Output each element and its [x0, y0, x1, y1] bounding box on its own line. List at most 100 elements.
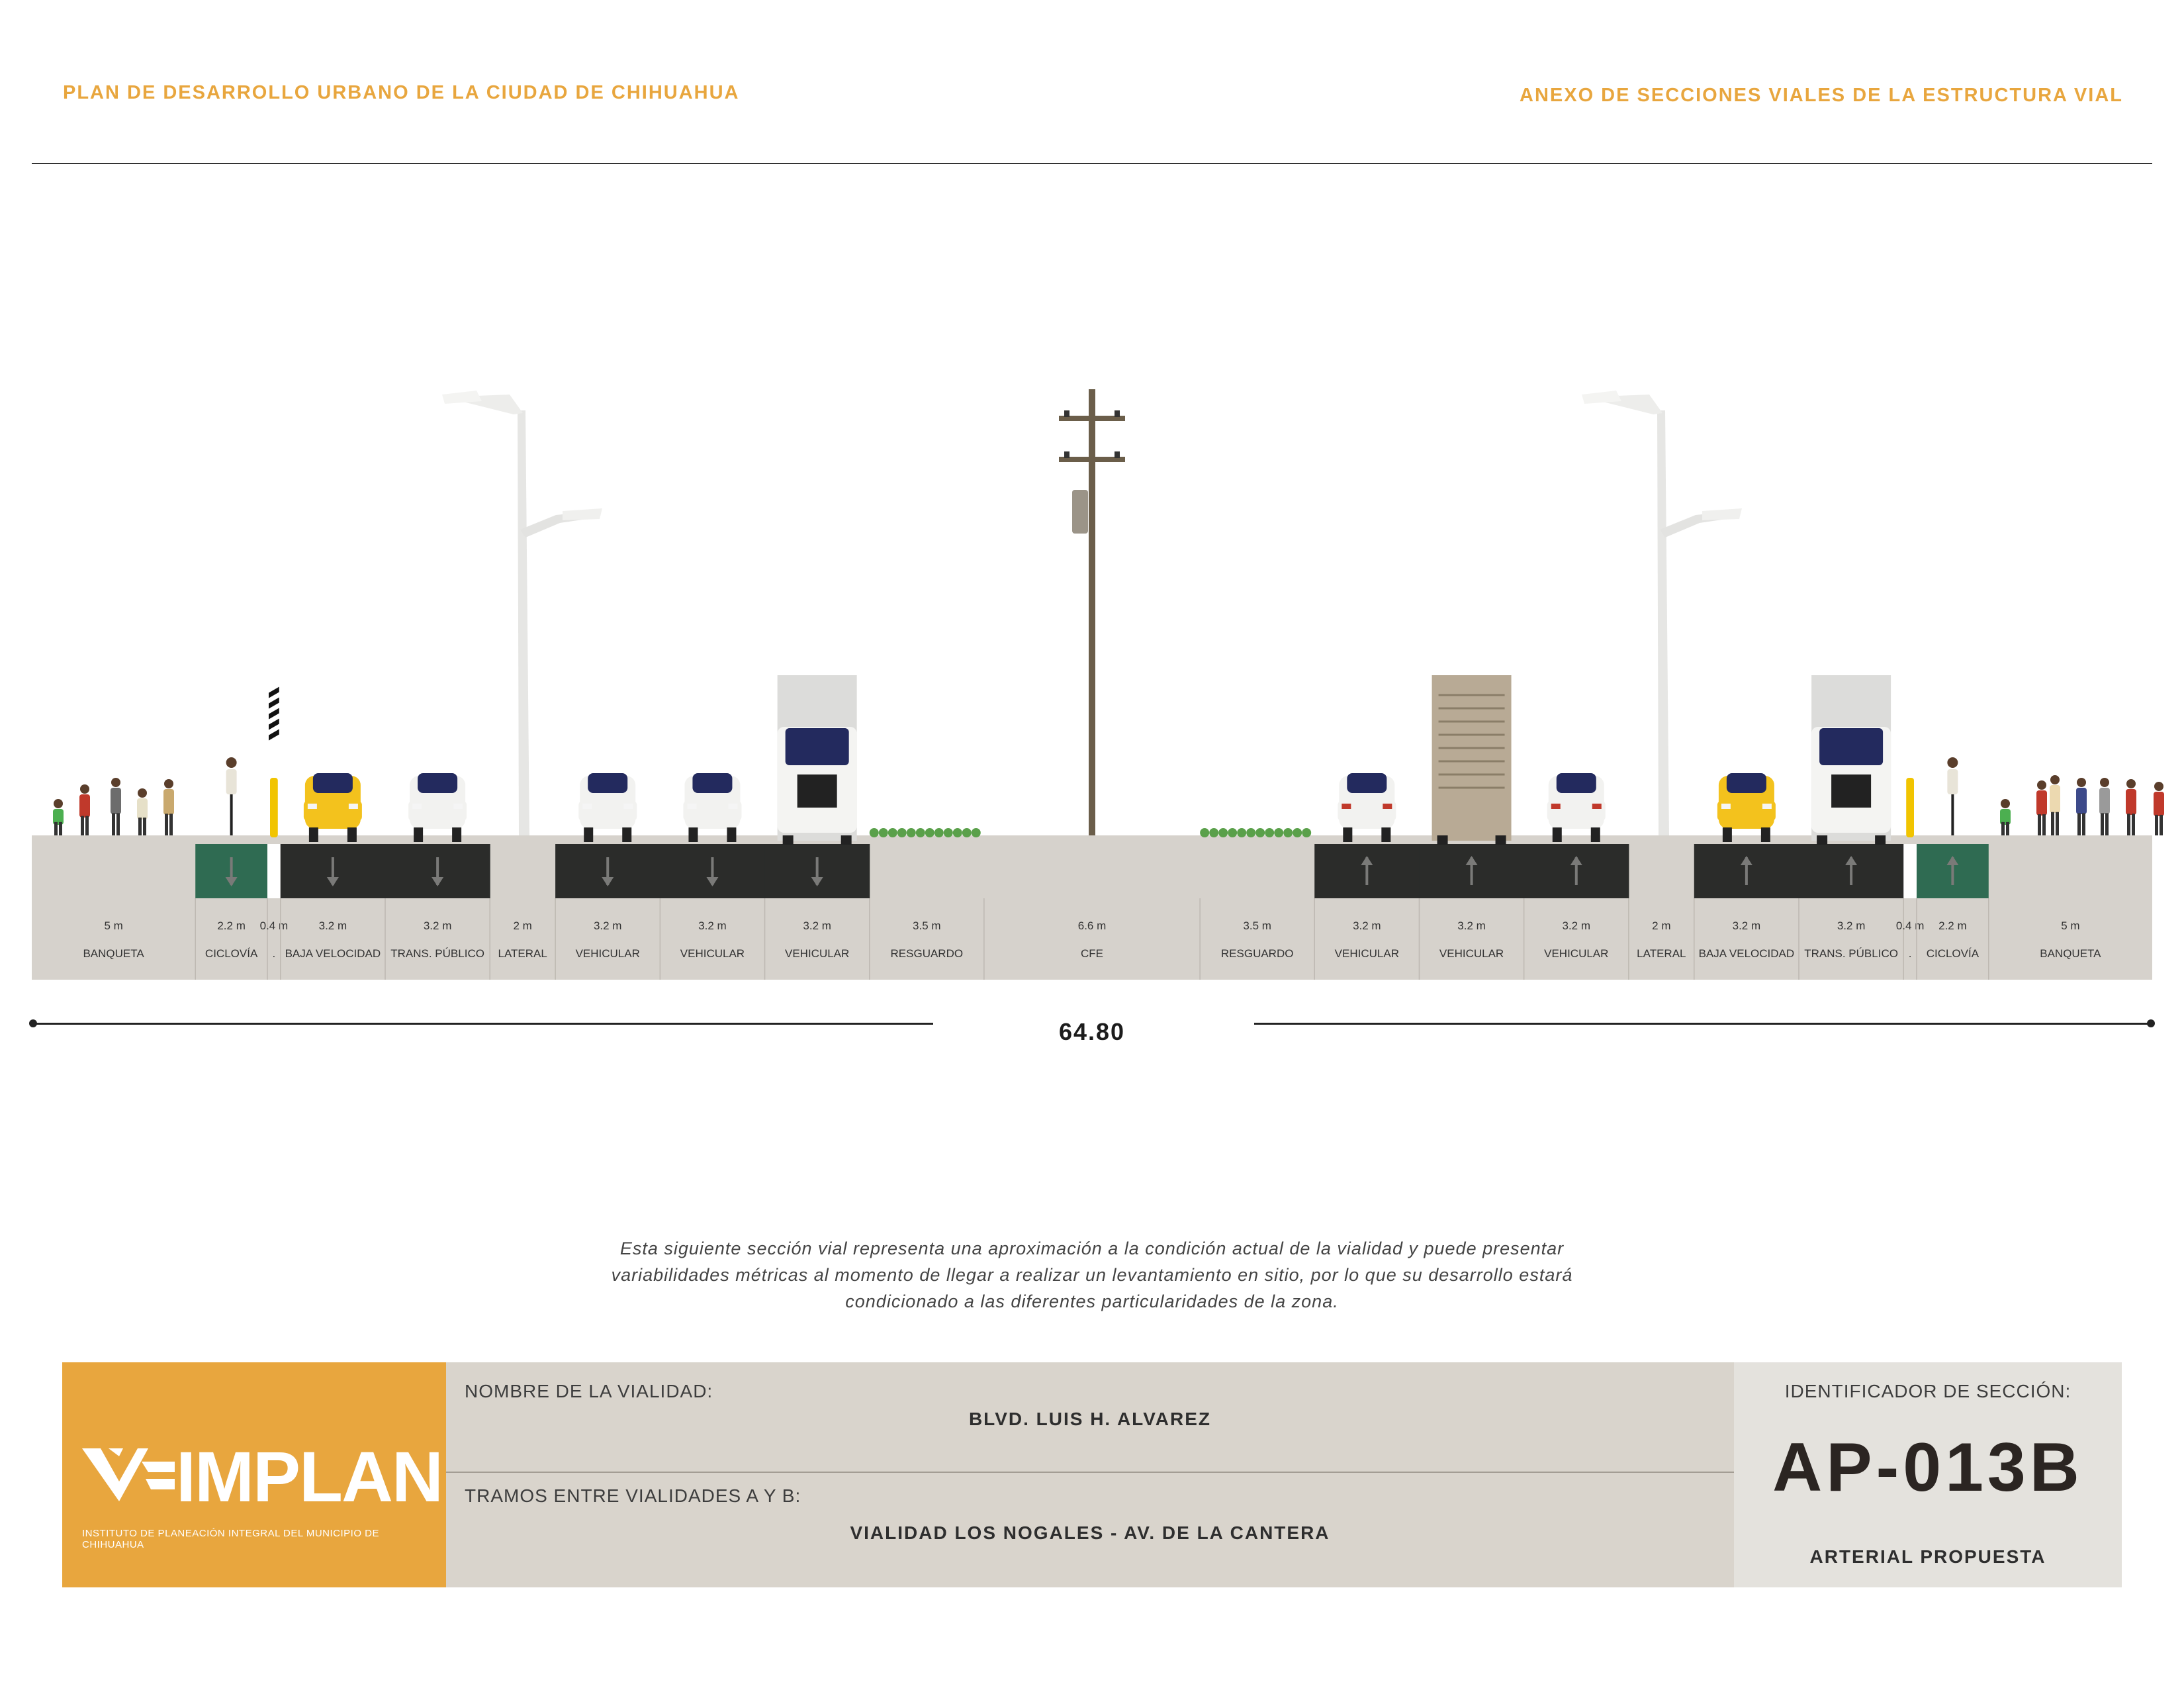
car-white-left: [683, 773, 742, 842]
truck-wheel: [1817, 835, 1828, 845]
disclaimer-text: Esta siguiente sección vial representa u…: [543, 1235, 1641, 1315]
lane-name-label: CICLOVÍA: [1927, 947, 1979, 960]
arrow-head: [706, 877, 719, 886]
person-head: [2001, 799, 2010, 808]
road-info-divider: [446, 1472, 1734, 1473]
person-leg: [2160, 814, 2163, 835]
person-torso: [53, 809, 64, 825]
pedestrian-figure: [2099, 778, 2110, 835]
arrow-head: [326, 877, 339, 886]
car-wheel: [452, 827, 462, 842]
person-leg: [2042, 814, 2046, 835]
lane-width-label: 2.2 m: [217, 919, 246, 932]
lane-width-label: 3.2 m: [319, 919, 347, 932]
implan-logo-panel: IMPLAN INSTITUTO DE PLANEACIÓN INTEGRAL …: [62, 1362, 446, 1587]
buffer-stripe: [269, 718, 279, 730]
person-leg: [2056, 812, 2059, 835]
person-leg: [2082, 813, 2085, 835]
arrow-head: [811, 877, 823, 886]
person-leg: [2101, 813, 2104, 835]
car-light: [1551, 804, 1561, 809]
lane-width-label: 3.5 m: [913, 919, 941, 932]
implan-logo-icon: [82, 1448, 175, 1501]
lane-width-label: 3.2 m: [1733, 919, 1761, 932]
lane-name-label: VEHICULAR: [1335, 947, 1399, 960]
lane-width-label: 6.6 m: [1078, 919, 1107, 932]
car-wheel: [727, 827, 737, 842]
grass-tuft: [906, 828, 916, 837]
grass-tuft: [887, 828, 897, 837]
lane-width-label: 2.2 m: [1938, 919, 1967, 932]
car-yellow-right: [1717, 773, 1776, 842]
grass-tuft: [943, 828, 953, 837]
pedestrian-figure: [2076, 778, 2087, 835]
lane-width-label: 2 m: [1652, 919, 1670, 932]
truck-rear-right: [1432, 675, 1512, 845]
person-torso: [2076, 788, 2087, 814]
truck-wheel: [1875, 835, 1886, 845]
dimension-endpoint-right: [2147, 1019, 2155, 1027]
person-torso: [137, 798, 148, 820]
car-windshield: [1556, 773, 1596, 793]
truck-wheel: [1437, 835, 1448, 845]
pedestrian-figure: [137, 788, 148, 835]
bollard: [1906, 778, 1914, 837]
street-light-left: [442, 391, 602, 835]
person-head: [164, 779, 173, 788]
arrow-head: [1845, 856, 1858, 865]
lane-name-label: BAJA VELOCIDAD: [285, 947, 381, 960]
pedestrian-figure: [111, 778, 121, 835]
lane-width-label: 3.2 m: [1353, 919, 1381, 932]
pedestrian-figure: [2126, 779, 2136, 835]
bike-buffer: [267, 844, 281, 898]
car-yellow-left: [303, 773, 362, 842]
lane-name-label: CFE: [1081, 947, 1103, 960]
direction-arrow-icon: [1946, 856, 1959, 885]
buffer-stripe: [269, 686, 279, 698]
truck-windshield: [785, 728, 849, 765]
car-wheel: [347, 827, 357, 842]
car-windshield: [1347, 773, 1387, 793]
lane-name-label: .: [1909, 947, 1912, 960]
grass-tuft: [1200, 828, 1210, 837]
cyclist-left: [226, 757, 237, 835]
lane-name-label: LATERAL: [498, 947, 547, 960]
title-block: IMPLAN INSTITUTO DE PLANEACIÓN INTEGRAL …: [62, 1362, 2122, 1587]
pedestrian-figure: [53, 799, 64, 835]
grass-tuft: [1218, 828, 1228, 837]
person-leg: [116, 813, 120, 835]
bus-rear-right: [1811, 675, 1891, 845]
car-light: [623, 804, 633, 809]
car-wheel: [308, 827, 318, 842]
lane-name-label: VEHICULAR: [1439, 947, 1504, 960]
grass-tuft: [1293, 828, 1302, 837]
person-torso: [2050, 785, 2060, 813]
car-white-left: [408, 773, 467, 842]
grass-tuft: [1246, 828, 1256, 837]
person-torso: [2154, 792, 2164, 816]
person-head: [80, 784, 89, 794]
road-info-panel: [446, 1362, 1734, 1587]
cyclist-torso: [1947, 769, 1958, 794]
disclaimer-line: Esta siguiente sección vial representa u…: [619, 1239, 1565, 1258]
person-head: [2037, 780, 2046, 790]
person-leg: [81, 816, 84, 835]
grass-tuft: [925, 828, 934, 837]
car-windshield: [312, 773, 353, 793]
pedestrian-figure: [79, 784, 90, 835]
road-name-label: NOMBRE DE LA VIALIDAD:: [465, 1381, 713, 1401]
lane-name-label: VEHICULAR: [785, 947, 849, 960]
lane-name-label: VEHICULAR: [680, 947, 745, 960]
dimension-endpoint-left: [29, 1019, 37, 1027]
car-light: [1342, 804, 1351, 809]
person-head: [138, 788, 147, 798]
cyclist-head: [1947, 757, 1958, 768]
disclaimer-line: variabilidades métricas al momento de ll…: [611, 1265, 1573, 1285]
car-wheel: [688, 827, 698, 842]
person-torso: [2099, 788, 2110, 814]
arrow-head: [1740, 856, 1752, 865]
car-windshield: [1726, 773, 1766, 793]
road-name-value: BLVD. LUIS H. ALVAREZ: [968, 1409, 1212, 1429]
lane-width-label: 3.2 m: [594, 919, 622, 932]
truck-wheel: [782, 835, 794, 845]
